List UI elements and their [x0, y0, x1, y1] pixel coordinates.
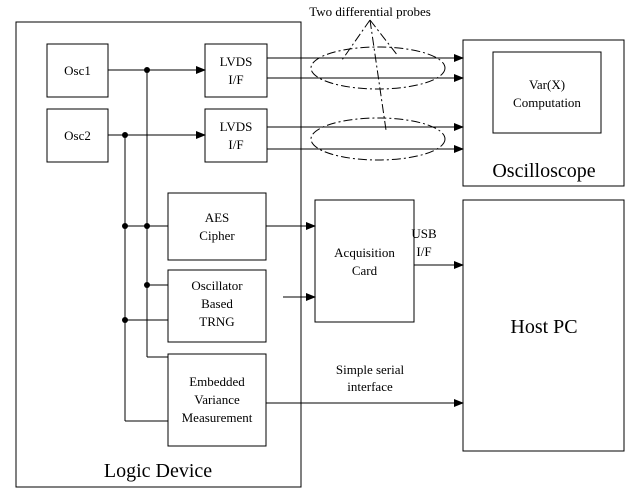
- probes-title: Two differential probes: [309, 4, 431, 19]
- evm-label-line1: Embedded: [189, 374, 245, 389]
- trng-label-line3: TRNG: [199, 314, 234, 329]
- lvds1-label-line1: LVDS: [220, 54, 253, 69]
- serial-label-line1: Simple serial: [336, 362, 405, 377]
- usb-label-line2: I/F: [416, 244, 431, 259]
- lvds2-label-line1: LVDS: [220, 119, 253, 134]
- aes-cipher-box: [167, 192, 267, 261]
- acquisition-card-box: [314, 199, 415, 323]
- acq-label-line1: Acquisition: [334, 245, 395, 260]
- oscilloscope-label: Oscilloscope: [492, 160, 595, 182]
- osc2-label: Osc2: [64, 128, 91, 143]
- trng-label-line1: Oscillator: [191, 278, 243, 293]
- evm-label-line2: Variance: [194, 392, 240, 407]
- var-comp-label-line2: Computation: [513, 95, 581, 110]
- trng-label-line2: Based: [201, 296, 233, 311]
- usb-label-line1: USB: [411, 226, 437, 241]
- lvds2-box: [204, 108, 268, 163]
- probe-ellipse-2: [310, 117, 446, 161]
- evm-box: [167, 353, 267, 447]
- host-pc-label: Host PC: [510, 316, 577, 338]
- osc1-label: Osc1: [64, 63, 91, 78]
- arrows: [125, 54, 464, 407]
- serial-label-line2: interface: [347, 379, 393, 394]
- var-comp-label-line1: Var(X): [529, 77, 565, 92]
- junctions: [122, 67, 150, 323]
- trng-box: [167, 269, 267, 343]
- evm-label-line3: Measurement: [182, 410, 253, 425]
- host-pc-box: [462, 199, 625, 452]
- logic-device-box: [15, 21, 302, 488]
- probe-ellipse-1: [310, 46, 446, 90]
- lvds2-label-line2: I/F: [228, 137, 243, 152]
- lvds1-label-line2: I/F: [228, 72, 243, 87]
- acq-label-line2: Card: [352, 263, 378, 278]
- probes: [310, 19, 446, 161]
- logic-device-label: Logic Device: [104, 460, 212, 482]
- var-computation-box: [492, 51, 602, 134]
- lvds1-box: [204, 43, 268, 98]
- aes-label-line2: Cipher: [199, 228, 235, 243]
- oscilloscope-box: [462, 39, 625, 187]
- aes-label-line1: AES: [205, 210, 230, 225]
- wiring: [108, 69, 205, 422]
